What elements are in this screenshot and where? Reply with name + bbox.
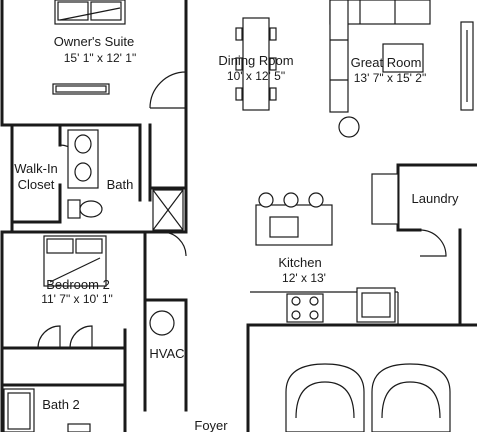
hvac-label: HVAC bbox=[149, 346, 184, 361]
coffee-table bbox=[382, 43, 424, 73]
water-heater bbox=[149, 310, 175, 336]
bath-toilet bbox=[67, 199, 103, 219]
great-room-sectional bbox=[329, 0, 431, 113]
bath-2-tub bbox=[3, 388, 35, 432]
owners-suite-bed bbox=[54, 0, 126, 25]
kitchen-dims: 12' x 13' bbox=[282, 271, 326, 285]
kitchen-sink-basin bbox=[361, 292, 391, 318]
walk-in-closet-label-line2: Closet bbox=[18, 177, 55, 192]
bedroom-2-dims: 11' 7" x 10' 1" bbox=[41, 292, 113, 306]
kitchen-sink bbox=[356, 287, 396, 323]
bath-2-toilet bbox=[67, 423, 91, 432]
owners-suite-label: Owner's Suite bbox=[54, 34, 135, 49]
owners-suite-dims: 15' 1" x 12' 1" bbox=[64, 51, 136, 65]
dining-table bbox=[235, 17, 277, 111]
dining-room-label: Dining Room bbox=[218, 53, 293, 68]
fridge bbox=[371, 173, 399, 225]
garage-car-1 bbox=[285, 363, 365, 432]
kitchen-island bbox=[255, 192, 333, 246]
bath-label: Bath bbox=[107, 177, 134, 192]
owners-suite-dresser bbox=[52, 83, 110, 95]
foyer-label: Foyer bbox=[194, 418, 228, 432]
garage-car-2 bbox=[371, 363, 451, 432]
bath-shower bbox=[152, 189, 184, 231]
bath-2-label: Bath 2 bbox=[42, 397, 80, 412]
great-room-chair bbox=[338, 116, 360, 138]
bedroom-2-label: Bedroom 2 bbox=[46, 277, 110, 292]
dining-room-dims: 10' x 12' 5" bbox=[227, 69, 285, 83]
great-room-dims: 13' 7" x 15' 2" bbox=[354, 71, 426, 85]
laundry-label: Laundry bbox=[412, 191, 459, 206]
bath-vanity bbox=[67, 129, 99, 189]
great-room-label: Great Room bbox=[351, 55, 422, 70]
bedroom-2-bed bbox=[43, 235, 107, 287]
cooktop bbox=[286, 293, 324, 323]
kitchen-label: Kitchen bbox=[278, 255, 321, 270]
walk-in-closet-label-line1: Walk-In bbox=[14, 161, 58, 176]
owners-suite-dresser-top bbox=[55, 85, 107, 93]
